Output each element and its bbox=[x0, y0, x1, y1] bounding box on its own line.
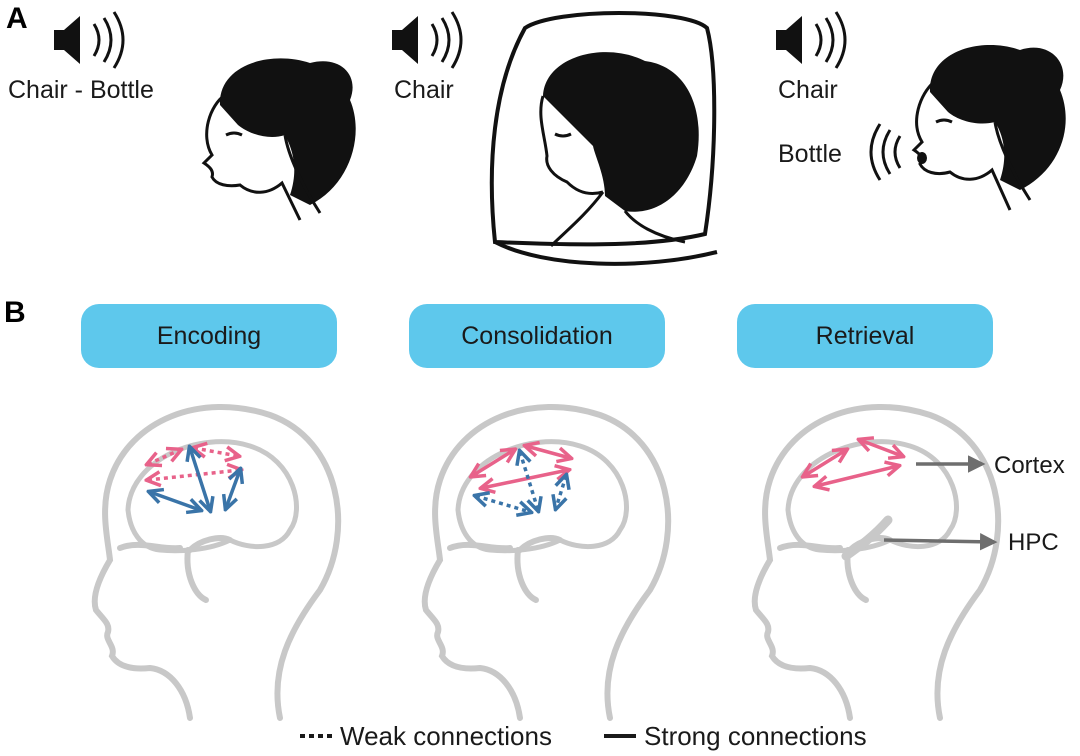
sound-waves-icon bbox=[92, 11, 125, 69]
sound-waves-icon bbox=[814, 11, 847, 69]
panel-b-label: B bbox=[4, 296, 26, 329]
phase-label-consolidation: Consolidation bbox=[461, 321, 613, 350]
brain-head-consolidation bbox=[421, 404, 672, 721]
phase-box-retrieval: Retrieval bbox=[737, 304, 993, 368]
cortex-label: Cortex bbox=[994, 452, 1065, 479]
hpc-label: HPC bbox=[1008, 529, 1059, 556]
panel-a-label: A bbox=[6, 2, 28, 35]
legend-weak-swatch bbox=[300, 734, 332, 738]
speaker-icon bbox=[776, 11, 847, 69]
retrieval-response-text: Bottle bbox=[778, 140, 842, 168]
legend: Weak connections Strong connections bbox=[0, 718, 1080, 754]
legend-strong-text: Strong connections bbox=[644, 721, 867, 751]
encoding-cue-text: Chair - Bottle bbox=[8, 76, 154, 104]
phase-box-encoding: Encoding bbox=[81, 304, 337, 368]
brain-head-retrieval bbox=[751, 404, 1002, 721]
speaker-icon bbox=[54, 11, 125, 69]
brain-head-encoding bbox=[91, 404, 342, 721]
legend-weak-text: Weak connections bbox=[340, 721, 552, 751]
awake-woman-illustration bbox=[201, 58, 356, 221]
phase-label-retrieval: Retrieval bbox=[815, 321, 915, 350]
phase-label-encoding: Encoding bbox=[156, 321, 262, 350]
sleeping-woman-illustration bbox=[489, 11, 718, 266]
sound-waves-icon bbox=[430, 11, 463, 69]
retrieval-cue-text: Chair bbox=[778, 76, 838, 104]
speaking-woman-illustration bbox=[911, 45, 1066, 211]
sleep-cue-text: Chair bbox=[394, 76, 454, 104]
hpc-pointer-arrow bbox=[883, 532, 998, 551]
speech-waves-icon bbox=[869, 123, 902, 181]
phase-box-consolidation: Consolidation bbox=[409, 304, 665, 368]
speaker-icon bbox=[392, 11, 463, 69]
legend-strong-swatch bbox=[604, 734, 636, 738]
hippocampus-shape bbox=[841, 515, 893, 561]
